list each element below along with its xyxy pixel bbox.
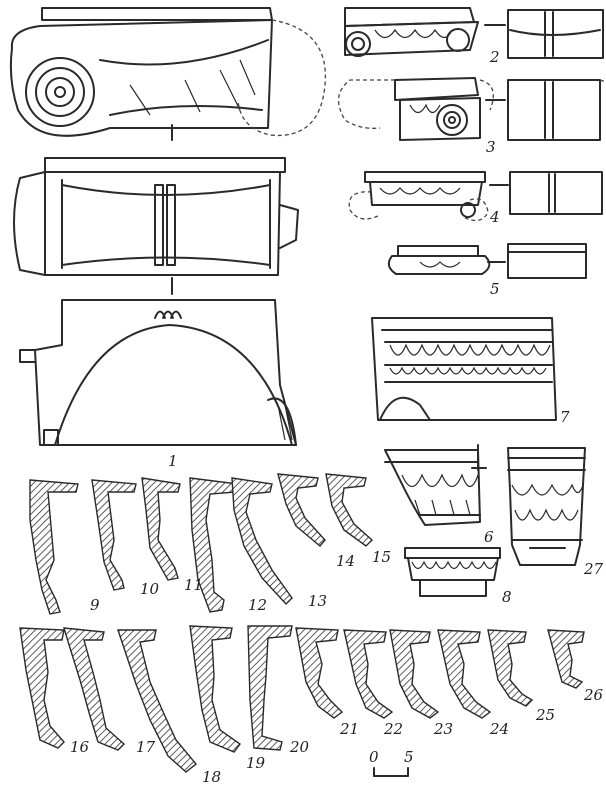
label-8: 8 [502,588,512,606]
scale-bar [373,767,409,777]
label-22: 22 [384,720,404,738]
capital-1-bottom-view [19,299,297,446]
capital-8 [404,547,501,597]
capital-3 [338,77,606,141]
profile-16 [19,627,65,749]
label-23: 23 [434,720,454,738]
profile-26 [547,629,585,689]
label-25: 25 [536,706,556,724]
label-16: 16 [70,738,90,756]
capital-6 [384,444,487,526]
label-27: 27 [584,560,604,578]
label-20: 20 [290,738,310,756]
profile-18 [117,629,197,773]
label-3: 3 [486,138,496,156]
profile-9 [29,479,79,615]
label-7: 7 [560,408,570,426]
scale-bar-end: 5 [404,748,414,766]
label-2: 2 [490,48,500,66]
label-11: 11 [184,576,204,594]
label-15: 15 [372,548,392,566]
capital-2 [344,7,604,59]
capital-1-side-view [13,157,299,295]
label-21: 21 [340,720,360,738]
profile-22 [343,629,394,719]
profile-23 [389,629,440,719]
capital-27 [507,447,586,566]
label-13: 13 [308,592,328,610]
profile-24 [437,629,492,719]
profile-21 [295,627,344,719]
capital-5 [387,243,587,279]
label-4: 4 [490,208,500,226]
label-5: 5 [490,280,500,298]
label-9: 9 [90,596,100,614]
profile-19 [189,625,241,753]
profile-20 [247,625,293,751]
label-17: 17 [136,738,156,756]
label-18: 18 [202,768,222,786]
profile-11 [141,477,181,581]
capital-7 [371,317,557,421]
profile-14 [277,473,326,547]
capital-4 [348,171,603,222]
label-10: 10 [140,580,160,598]
label-12: 12 [248,596,268,614]
label-24: 24 [490,720,510,738]
label-1: 1 [168,452,178,470]
scale-bar-start: 0 [369,748,379,766]
profile-15 [325,473,374,547]
label-14: 14 [336,552,356,570]
profile-13 [231,477,293,606]
label-26: 26 [584,686,604,704]
capital-1-front-view [9,7,327,141]
profile-25 [487,629,534,707]
label-6: 6 [484,528,494,546]
profile-17 [63,627,126,751]
profile-10 [91,479,137,591]
label-19: 19 [246,754,266,772]
